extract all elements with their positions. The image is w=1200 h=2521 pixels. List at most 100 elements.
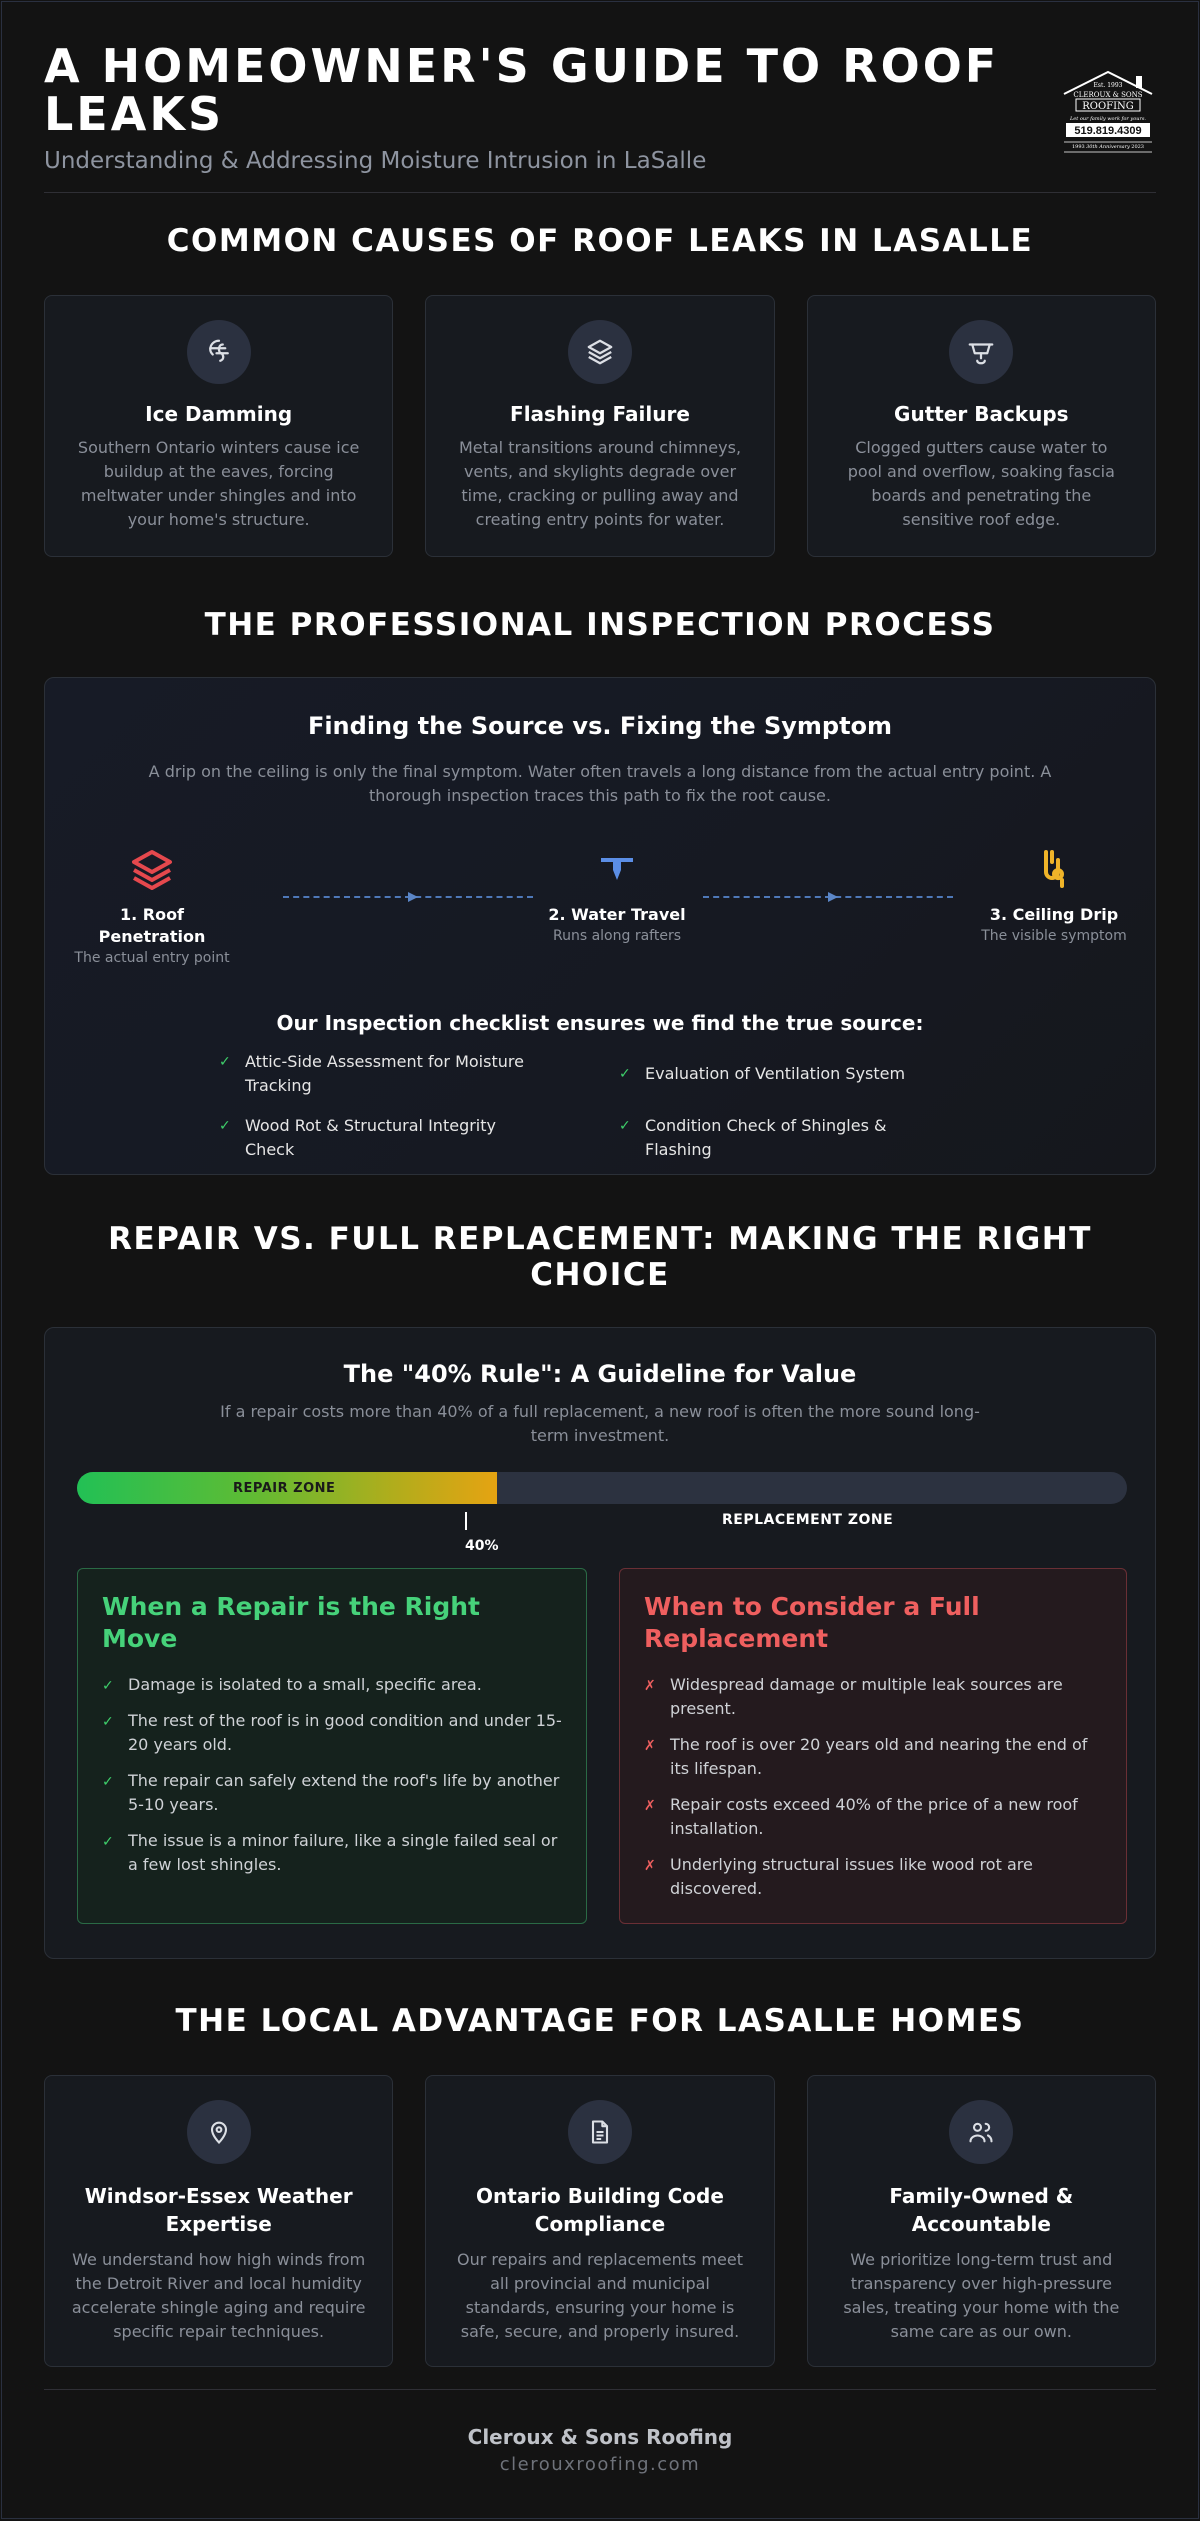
cause-text: Southern Ontario winters cause ice build… (77, 438, 360, 529)
cause-text: Metal transitions around chimneys, vents… (458, 438, 742, 529)
logo-name-line2: ROOFING (1082, 101, 1134, 112)
causes-section-title: COMMON CAUSES OF ROOF LEAKS IN LASALLE (166, 223, 1034, 259)
rule-description: If a repair costs more than 40% of a ful… (220, 1402, 980, 1445)
step-ceiling-drip: 3. Ceiling Drip The visible symptom (969, 846, 1139, 946)
list-item: ✗Repair costs exceed 40% of the price of… (644, 1795, 1078, 1838)
check-icon: ✓ (102, 1678, 114, 1694)
checklist-item: ✓ Attic-Side Assessment for Moisture Tra… (219, 1052, 524, 1095)
checklist-item: ✓ Condition Check of Shingles & Flashing (619, 1116, 887, 1159)
local-text: We prioritize long-term trust and transp… (843, 2250, 1120, 2341)
checklist-item: ✓ Wood Rot & Structural Integrity Check (219, 1116, 496, 1159)
list-item: ✓The repair can safely extend the roof's… (102, 1771, 560, 1814)
check-icon: ✓ (102, 1774, 114, 1790)
causes-grid: Ice Damming Southern Ontario winters cau… (44, 295, 1156, 557)
check-icon: ✓ (619, 1118, 631, 1134)
list-item: ✓The rest of the roof is in good conditi… (102, 1711, 562, 1754)
check-icon: ✓ (619, 1066, 631, 1082)
cause-title: Gutter Backups (894, 402, 1069, 426)
local-grid: Windsor-Essex Weather Expertise We under… (44, 2075, 1156, 2367)
replacement-card-title: When to Consider a Full Replacement (644, 1592, 980, 1653)
layers-icon (567, 320, 632, 384)
logo-est: Est. 1993 (1094, 82, 1123, 89)
logo-tagline: Let our family work for yours. (1069, 116, 1146, 122)
page-subtitle: Understanding & Addressing Moisture Intr… (44, 148, 707, 174)
cause-title: Flashing Failure (510, 402, 690, 426)
logo-phone: 519.819.4309 (1074, 125, 1141, 137)
logo-year-left: 1993 (1072, 144, 1085, 150)
list-item: ✓The issue is a minor failure, like a si… (102, 1831, 558, 1874)
footer-company-name: Cleroux & Sons Roofing (467, 2425, 733, 2449)
cross-icon: ✗ (644, 1678, 656, 1694)
list-item: ✓Damage is isolated to a small, specific… (102, 1673, 562, 1697)
value-bar-track (77, 1472, 1127, 1504)
users-icon (949, 2100, 1014, 2164)
step-label: 2. Water Travel (548, 905, 686, 924)
local-title: Windsor-Essex Weather Expertise (84, 2184, 353, 2236)
local-title: Ontario Building Code Compliance (476, 2184, 724, 2236)
cross-icon: ✗ (644, 1738, 656, 1754)
repair-card-title: When a Repair is the Right Move (102, 1592, 481, 1653)
local-section-title: THE LOCAL ADVANTAGE FOR LASALLE HOMES (175, 2003, 1025, 2039)
logo-year-right: 2023 (1131, 144, 1144, 150)
footer-divider (44, 2389, 1156, 2390)
step-roof-penetration: 1. Roof Penetration The actual entry poi… (67, 846, 237, 968)
checklist-title: Our Inspection checklist ensures we find… (276, 1011, 924, 1035)
cause-card-flashing-failure: Flashing Failure Metal transitions aroun… (425, 295, 775, 557)
step-label: 3. Ceiling Drip (989, 905, 1119, 924)
threshold-marker (465, 1512, 467, 1530)
check-icon: ✓ (219, 1054, 231, 1070)
header: A HOMEOWNER'S GUIDE TO ROOF LEAKS Unders… (44, 42, 1156, 193)
local-card-family-owned: Family-Owned & Accountable We prioritize… (806, 2075, 1156, 2367)
cause-text: Clogged gutters cause water to pool and … (847, 438, 1115, 529)
local-title: Family-Owned & Accountable (889, 2184, 1074, 2236)
step-sub: The visible symptom (981, 928, 1127, 944)
repair-card: When a Repair is the Right Move ✓Damage … (77, 1568, 587, 1924)
flow-arrow-1 (283, 892, 533, 902)
rule-title: The "40% Rule": A Guideline for Value (343, 1360, 857, 1388)
repair-zone-fill (77, 1472, 497, 1504)
ice-icon (186, 320, 251, 384)
forty-percent-rule-panel: The "40% Rule": A Guideline for Value If… (44, 1327, 1156, 1959)
map-pin-icon (186, 2100, 251, 2164)
gutter-icon (949, 320, 1014, 384)
repair-zone-label: REPAIR ZONE (233, 1481, 336, 1496)
list-item: ✗Widespread damage or multiple leak sour… (644, 1675, 1063, 1718)
cross-icon: ✗ (644, 1798, 656, 1814)
step-sub: The actual entry point (74, 950, 230, 966)
logo-anniversary: 30th Anniversary (1086, 144, 1130, 150)
logo-name-line1: CLEROUX & SONS (1073, 91, 1142, 99)
replacement-criteria-list: ✗Widespread damage or multiple leak sour… (644, 1673, 1102, 1901)
droplet-icon (601, 858, 633, 880)
layers-icon (132, 850, 172, 890)
inspection-panel-title: Finding the Source vs. Fixing the Sympto… (307, 712, 893, 740)
replacement-zone-label: REPLACEMENT ZONE (722, 1512, 894, 1528)
cross-icon: ✗ (644, 1858, 656, 1874)
step-label: 1. Roof Penetration (98, 905, 206, 946)
check-icon: ✓ (219, 1118, 231, 1134)
cause-title: Ice Damming (145, 402, 293, 426)
inspection-section-title: THE PROFESSIONAL INSPECTION PROCESS (204, 607, 996, 643)
check-icon: ✓ (102, 1834, 114, 1850)
list-item: ✗The roof is over 20 years old and neari… (644, 1735, 1088, 1778)
local-card-building-code: Ontario Building Code Compliance Our rep… (425, 2075, 775, 2367)
cause-card-ice-damming: Ice Damming Southern Ontario winters cau… (44, 295, 394, 557)
drip-icon (1044, 850, 1064, 888)
local-text: Our repairs and replacements meet all pr… (456, 2250, 743, 2341)
step-sub: Runs along rafters (552, 928, 681, 944)
checklist-item: ✓ Evaluation of Ventilation System (619, 1062, 929, 1086)
flow-arrow-2 (703, 892, 953, 902)
company-logo: Est. 1993 CLEROUX & SONS ROOFING Let our… (1063, 70, 1153, 153)
check-icon: ✓ (102, 1714, 114, 1730)
local-card-weather-expertise: Windsor-Essex Weather Expertise We under… (44, 2075, 394, 2367)
document-icon (567, 2100, 632, 2164)
local-text: We understand how high winds from the De… (71, 2250, 366, 2341)
step-water-travel: 2. Water Travel Runs along rafters (532, 846, 702, 946)
footer-website-link[interactable]: clerouxroofing.com (499, 2454, 701, 2475)
repair-criteria-list: ✓Damage is isolated to a small, specific… (102, 1673, 562, 1877)
list-item: ✗Underlying structural issues like wood … (644, 1855, 1033, 1898)
inspection-panel: Finding the Source vs. Fixing the Sympto… (44, 677, 1156, 1175)
cause-card-gutter-backups: Gutter Backups Clogged gutters cause wat… (806, 295, 1156, 557)
page-title: A HOMEOWNER'S GUIDE TO ROOF LEAKS (44, 39, 1000, 141)
threshold-label: 40% (465, 1538, 499, 1554)
